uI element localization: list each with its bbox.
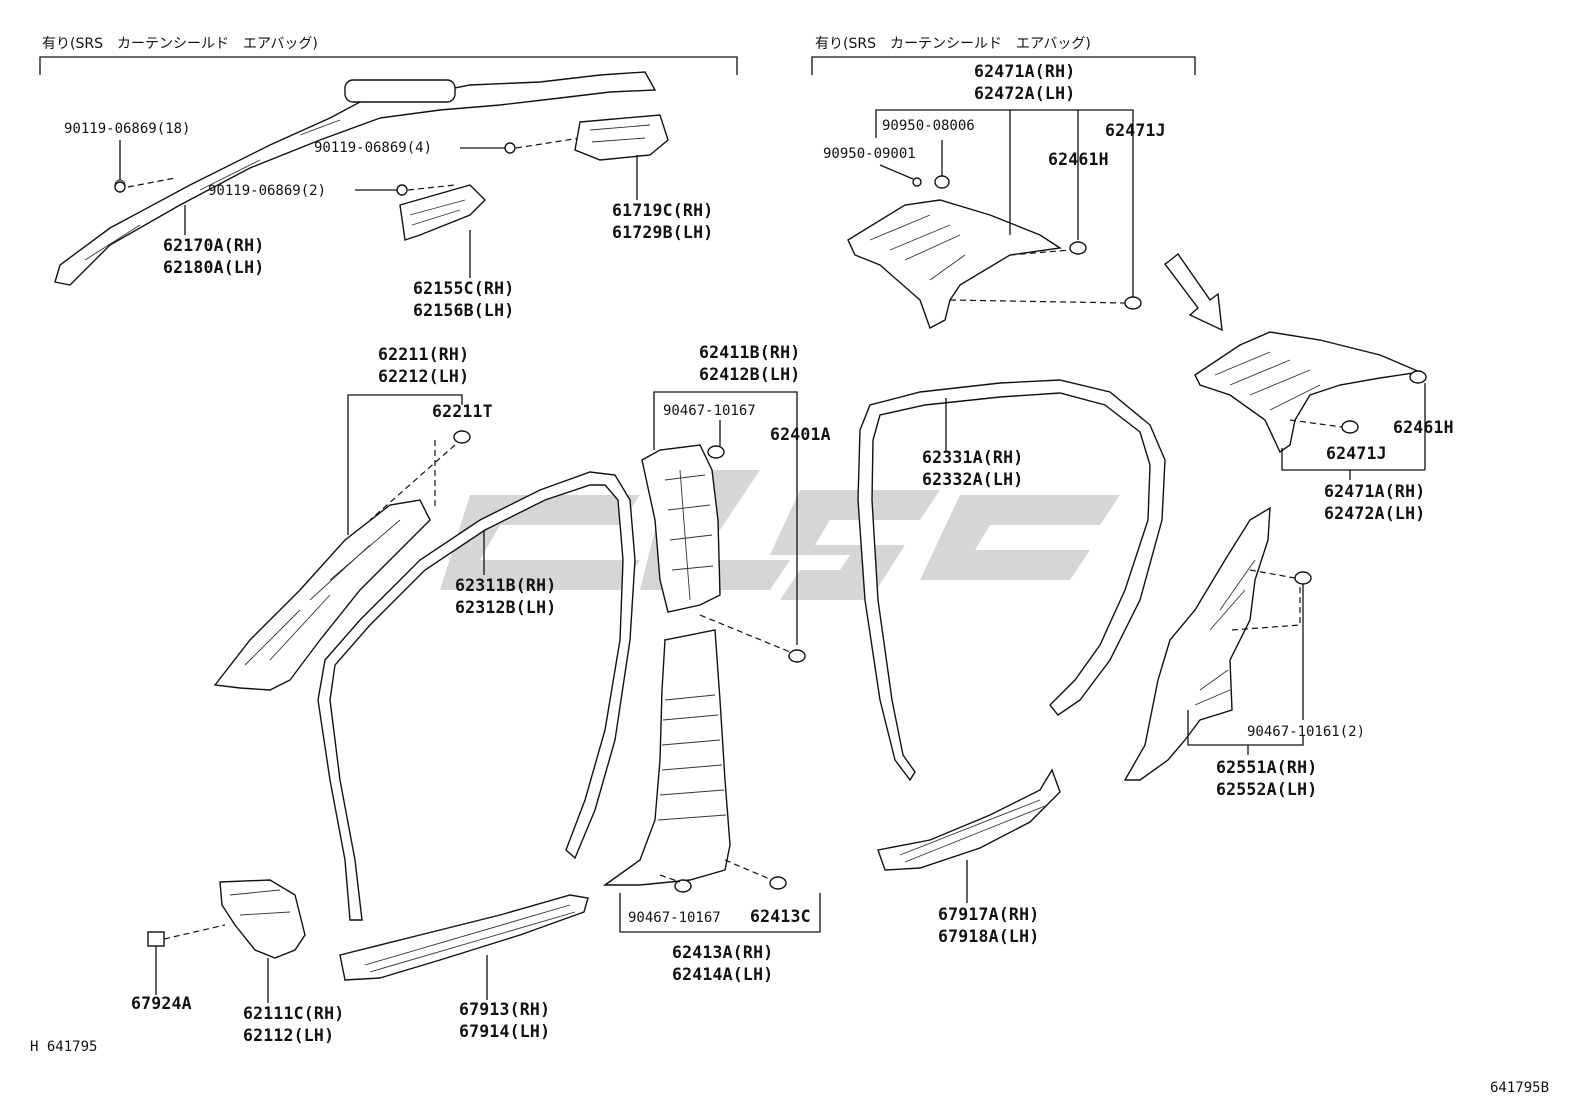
bracket-62211 bbox=[347, 394, 463, 535]
bracket-62413 bbox=[619, 893, 821, 933]
label-62155-rh: 62155C(RH) bbox=[413, 279, 514, 298]
label-62111-rh: 62111C(RH) bbox=[243, 1004, 344, 1023]
clip-62211T bbox=[369, 430, 471, 521]
label-67924A: 67924A bbox=[131, 994, 192, 1013]
clip-62401A bbox=[699, 614, 806, 663]
label-90950-08006: 90950-08006 bbox=[882, 118, 975, 134]
label-62401A: 62401A bbox=[770, 425, 831, 444]
label-90119-2: 90119-06869(2) bbox=[208, 183, 326, 199]
label-62212-lh: 62212(LH) bbox=[378, 367, 469, 386]
bracket-61719-part bbox=[574, 114, 669, 200]
label-62332-lh: 62332A(LH) bbox=[922, 470, 1023, 489]
label-67914-lh: 67914(LH) bbox=[459, 1022, 550, 1041]
label-67917-rh: 67917A(RH) bbox=[938, 905, 1039, 924]
clip-90467-10161 bbox=[1231, 569, 1312, 720]
quarter-pillar-trim-part bbox=[1123, 506, 1271, 781]
label-62472-top-lh: 62472A(LH) bbox=[974, 84, 1075, 103]
label-90467-10167-bottom: 90467-10167 bbox=[628, 910, 721, 926]
label-62211-rh: 62211(RH) bbox=[378, 345, 469, 364]
bracket-62471-top bbox=[875, 109, 1134, 298]
label-62211T: 62211T bbox=[432, 402, 493, 421]
clip-62413C bbox=[724, 859, 787, 890]
label-62472-right-lh: 62472A(LH) bbox=[1324, 504, 1425, 523]
label-62471-right-rh: 62471A(RH) bbox=[1324, 482, 1425, 501]
label-62471-top-rh: 62471A(RH) bbox=[974, 62, 1075, 81]
rear-door-weatherstrip-part bbox=[857, 379, 1166, 782]
direction-arrow bbox=[1163, 252, 1223, 332]
bracket-62471-right bbox=[1281, 448, 1425, 471]
clip-90467-top bbox=[707, 420, 725, 459]
roof-side-garnish-view-part bbox=[1194, 331, 1423, 454]
bracket-62551 bbox=[1187, 710, 1304, 746]
label-62170-rh: 62170A(RH) bbox=[163, 236, 264, 255]
bolt-90119-18 bbox=[114, 140, 176, 193]
label-90950-09001: 90950-09001 bbox=[823, 146, 916, 162]
label-62461H-top: 62461H bbox=[1048, 150, 1109, 169]
label-62551-rh: 62551A(RH) bbox=[1216, 758, 1317, 777]
label-61719-rh: 61719C(RH) bbox=[612, 201, 713, 220]
label-61729-lh: 61729B(LH) bbox=[612, 223, 713, 242]
label-62180-lh: 62180A(LH) bbox=[163, 258, 264, 277]
clip-62461H-right bbox=[1409, 370, 1427, 470]
label-62471J-top: 62471J bbox=[1105, 121, 1166, 140]
label-62552-lh: 62552A(LH) bbox=[1216, 780, 1317, 799]
rear-scuff-plate-part bbox=[877, 768, 1061, 871]
front-scuff-plate-part bbox=[339, 894, 589, 981]
label-62312-lh: 62312B(LH) bbox=[455, 598, 556, 617]
clip-90950-09001 bbox=[879, 164, 922, 187]
cowl-side-trim-part bbox=[219, 879, 306, 959]
label-90467-10161: 90467-10161(2) bbox=[1247, 724, 1365, 740]
label-90119-18: 90119-06869(18) bbox=[64, 121, 190, 137]
header-right: 有り(SRS カーテンシールド エアバッグ) bbox=[815, 36, 1091, 52]
label-67918-lh: 67918A(LH) bbox=[938, 927, 1039, 946]
label-62413C: 62413C bbox=[750, 907, 811, 926]
label-90119-4: 90119-06869(4) bbox=[314, 140, 432, 156]
label-62412-lh: 62412B(LH) bbox=[699, 365, 800, 384]
footer-left-code: H 641795 bbox=[30, 1039, 97, 1055]
curtain-airbag-part bbox=[54, 71, 657, 286]
center-pillar-lower-part bbox=[602, 629, 731, 886]
label-62461H-right: 62461H bbox=[1393, 418, 1454, 437]
label-90467-10167-top: 90467-10167 bbox=[663, 403, 756, 419]
label-62156-lh: 62156B(LH) bbox=[413, 301, 514, 320]
clip-90467-bottom bbox=[659, 874, 692, 893]
label-62311-rh: 62311B(RH) bbox=[455, 576, 556, 595]
header-bracket-right bbox=[811, 56, 1196, 75]
bracket-62155-part bbox=[399, 184, 486, 278]
label-62411-rh: 62411B(RH) bbox=[699, 343, 800, 362]
header-left: 有り(SRS カーテンシールド エアバッグ) bbox=[42, 36, 318, 52]
clip-62461H-top bbox=[1009, 241, 1087, 256]
label-62414-lh: 62414A(LH) bbox=[672, 965, 773, 984]
label-62413-rh: 62413A(RH) bbox=[672, 943, 773, 962]
footer-right-code: 641795B bbox=[1490, 1080, 1549, 1096]
clip-62471J-top bbox=[949, 296, 1142, 310]
clip-62471J-right bbox=[1289, 419, 1359, 434]
label-62331-rh: 62331A(RH) bbox=[922, 448, 1023, 467]
label-62112-lh: 62112(LH) bbox=[243, 1026, 334, 1045]
label-67913-rh: 67913(RH) bbox=[459, 1000, 550, 1019]
label-62471J-right: 62471J bbox=[1326, 444, 1387, 463]
center-pillar-upper-part bbox=[641, 444, 721, 613]
bolt-90119-4 bbox=[460, 137, 581, 154]
header-bracket-left bbox=[39, 56, 738, 75]
bracket-62411 bbox=[653, 391, 798, 645]
clip-67924A bbox=[147, 924, 226, 995]
front-door-weatherstrip-part bbox=[317, 471, 636, 921]
roof-side-garnish-top-part bbox=[847, 199, 1062, 329]
bolt-90119-2 bbox=[355, 184, 456, 196]
front-pillar-garnish-part bbox=[213, 499, 431, 691]
clip-90950-08006 bbox=[934, 140, 950, 189]
